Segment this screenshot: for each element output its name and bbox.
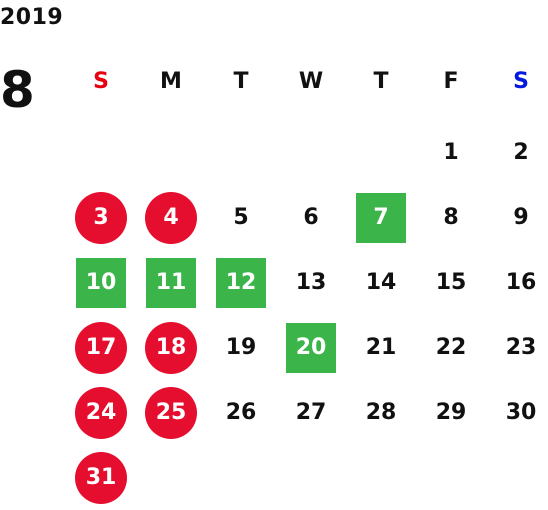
day-cell-2[interactable]: 2 [486, 120, 548, 185]
day-cell-6[interactable]: 6 [276, 185, 346, 250]
day-cell-17[interactable]: 17 [66, 315, 136, 380]
calendar-year: 2019 [0, 5, 64, 30]
day-number: 1 [443, 140, 459, 165]
empty-day-cell [66, 120, 136, 185]
day-cell-20[interactable]: 20 [276, 315, 346, 380]
day-number: 9 [513, 205, 529, 230]
calendar-month: 8 [0, 61, 35, 119]
day-number: 26 [225, 400, 257, 425]
day-cell-25[interactable]: 25 [136, 380, 206, 445]
day-number: 22 [435, 335, 467, 360]
empty-day-cell [346, 120, 416, 185]
day-cell-11[interactable]: 11 [136, 250, 206, 315]
day-number-holiday: 18 [145, 321, 197, 374]
day-cell-23[interactable]: 23 [486, 315, 548, 380]
day-cell-13[interactable]: 13 [276, 250, 346, 315]
day-number: 8 [443, 205, 459, 230]
day-number-holiday: 25 [145, 386, 197, 439]
day-cell-5[interactable]: 5 [206, 185, 276, 250]
day-cell-30[interactable]: 30 [486, 380, 548, 445]
day-number: 2 [513, 140, 529, 165]
day-number: 30 [505, 400, 537, 425]
day-number-holiday: 31 [75, 451, 127, 504]
day-cell-3[interactable]: 3 [66, 185, 136, 250]
day-cell-1[interactable]: 1 [416, 120, 486, 185]
day-number-holiday: 17 [75, 321, 127, 374]
day-cell-7[interactable]: 7 [346, 185, 416, 250]
day-cell-15[interactable]: 15 [416, 250, 486, 315]
weekday-header-thursday: T [373, 68, 389, 94]
day-number: 19 [225, 335, 257, 360]
day-number: 6 [303, 205, 319, 230]
weekday-header-monday: M [160, 68, 182, 94]
day-number: 15 [435, 270, 467, 295]
weekday-header-saturday: S [513, 68, 529, 94]
day-number-event: 20 [286, 322, 336, 373]
day-cell-29[interactable]: 29 [416, 380, 486, 445]
day-number-holiday: 24 [75, 386, 127, 439]
day-cell-16[interactable]: 16 [486, 250, 548, 315]
day-number: 14 [365, 270, 397, 295]
day-number: 16 [505, 270, 537, 295]
empty-day-cell [206, 120, 276, 185]
day-number: 13 [295, 270, 327, 295]
day-number-holiday: 4 [145, 191, 197, 244]
day-cell-4[interactable]: 4 [136, 185, 206, 250]
day-number-event: 10 [76, 257, 126, 308]
day-cell-8[interactable]: 8 [416, 185, 486, 250]
day-cell-26[interactable]: 26 [206, 380, 276, 445]
day-cell-19[interactable]: 19 [206, 315, 276, 380]
day-cell-27[interactable]: 27 [276, 380, 346, 445]
day-cell-10[interactable]: 10 [66, 250, 136, 315]
day-cell-31[interactable]: 31 [66, 445, 136, 510]
day-cell-12[interactable]: 12 [206, 250, 276, 315]
day-cell-9[interactable]: 9 [486, 185, 548, 250]
weekday-header-friday: F [443, 68, 459, 94]
weekday-header-sunday: S [93, 68, 109, 94]
day-cell-18[interactable]: 18 [136, 315, 206, 380]
day-number: 28 [365, 400, 397, 425]
day-cell-22[interactable]: 22 [416, 315, 486, 380]
day-number: 27 [295, 400, 327, 425]
day-number: 21 [365, 335, 397, 360]
day-number-holiday: 3 [75, 191, 127, 244]
empty-day-cell [136, 120, 206, 185]
day-cell-24[interactable]: 24 [66, 380, 136, 445]
day-number-event: 11 [146, 257, 196, 308]
day-number: 23 [505, 335, 537, 360]
day-number-event: 12 [216, 257, 266, 308]
day-cell-28[interactable]: 28 [346, 380, 416, 445]
day-cell-21[interactable]: 21 [346, 315, 416, 380]
day-number-event: 7 [356, 192, 406, 243]
day-number: 5 [233, 205, 249, 230]
day-cell-14[interactable]: 14 [346, 250, 416, 315]
weekday-header-wednesday: W [298, 68, 324, 94]
empty-day-cell [276, 120, 346, 185]
weekday-header-tuesday: T [233, 68, 249, 94]
day-number: 29 [435, 400, 467, 425]
